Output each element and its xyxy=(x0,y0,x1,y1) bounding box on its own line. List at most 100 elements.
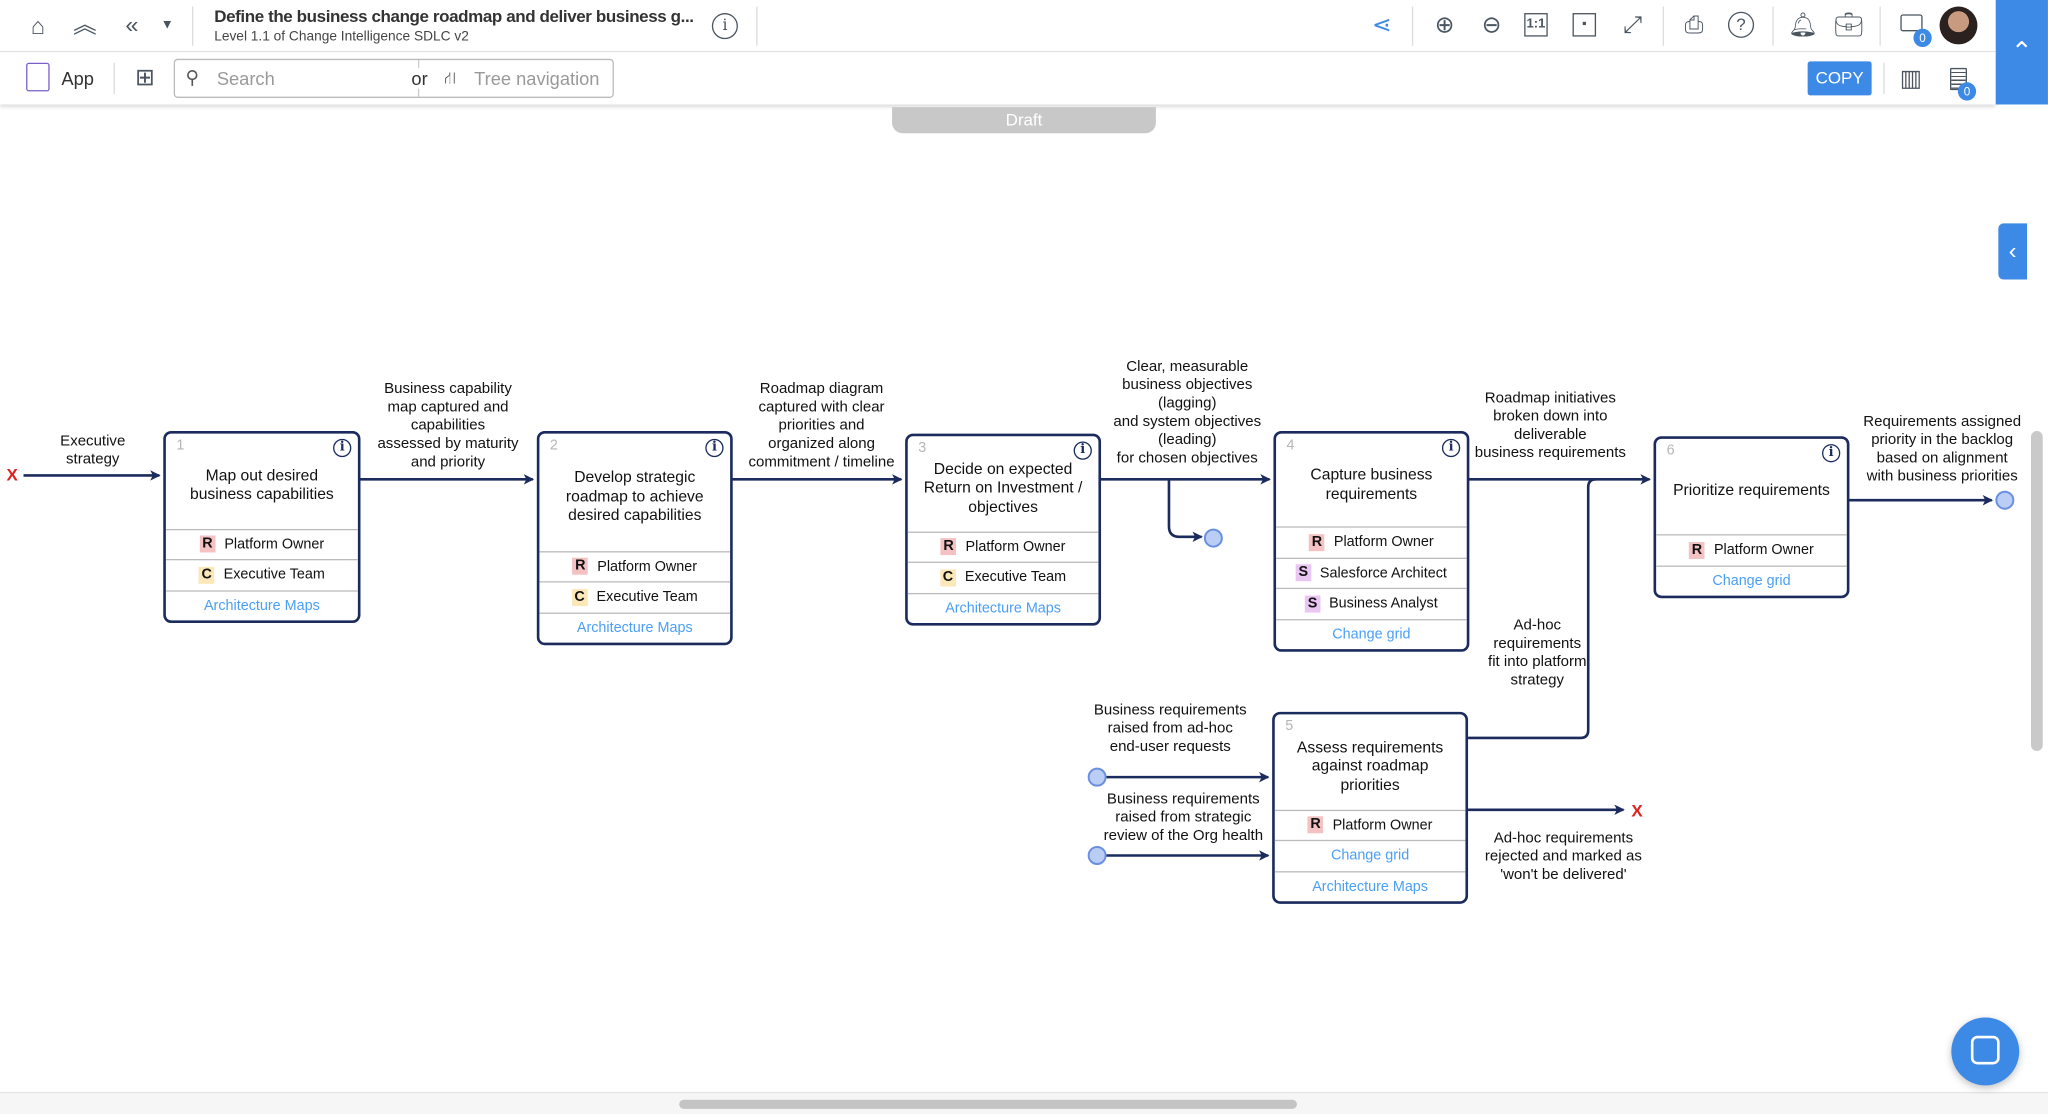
copy-button[interactable]: COPY xyxy=(1807,61,1872,96)
info-icon[interactable]: i xyxy=(1822,444,1841,463)
zoom-in-icon[interactable]: ⊕ xyxy=(1434,11,1455,38)
notes-count-badge: 0 xyxy=(1957,82,1977,101)
briefcase-icon[interactable]: 💼︎ xyxy=(1833,11,1864,38)
chat-launcher-button[interactable] xyxy=(1951,1017,2020,1086)
edge-label-line: Ad-hoc requirements xyxy=(1493,830,1634,847)
info-icon[interactable]: i xyxy=(705,438,724,458)
step-title: Capture business requirements xyxy=(1310,464,1433,503)
step-link[interactable]: Architecture Maps xyxy=(907,592,1099,623)
fit-page-icon[interactable]: ▪ xyxy=(1572,13,1597,37)
vertical-scrollbar[interactable] xyxy=(2030,431,2043,752)
divider xyxy=(1883,62,1885,95)
chat-count-badge: 0 xyxy=(1913,28,1932,48)
edge-label-line: Roadmap initiatives xyxy=(1484,390,1616,407)
actual-size-icon[interactable]: 1:1 xyxy=(1524,13,1548,37)
info-icon[interactable]: i xyxy=(333,438,352,458)
edge-label-line: based on alignment xyxy=(1876,450,2008,467)
chat-icon[interactable] xyxy=(1900,14,1923,32)
step-link[interactable]: Architecture Maps xyxy=(1274,870,1466,902)
app-button[interactable]: App xyxy=(61,67,94,89)
toolbar: App ⊞ xyxy=(0,52,1996,105)
zoom-out-icon[interactable]: ⊖ xyxy=(1481,11,1502,38)
edge-label-line: (lagging) xyxy=(1158,395,1217,412)
expand-icon[interactable]: ⤢ xyxy=(1623,11,1643,38)
role-name: Business Analyst xyxy=(1329,595,1438,612)
divider xyxy=(1662,6,1664,46)
help-icon[interactable]: ? xyxy=(1727,11,1755,38)
raci-badge: R xyxy=(1307,816,1324,834)
chevron-down-icon[interactable]: ▼ xyxy=(160,18,174,33)
role-row: C Executive Team xyxy=(907,561,1099,593)
open-side-panel-button[interactable]: ‹ xyxy=(1998,223,2028,280)
edge-label-line: strategy xyxy=(1510,672,1565,689)
home-icon[interactable]: ⌂ xyxy=(30,13,45,40)
divider xyxy=(191,6,194,46)
print-icon[interactable]: ⎙ xyxy=(1684,11,1704,38)
role-name: Executive Team xyxy=(596,589,698,606)
step-link[interactable]: Change grid xyxy=(1656,564,1847,596)
hierarchy-icon[interactable]: ⊞ xyxy=(135,63,155,91)
edge-label-line: Requirements assigned xyxy=(1863,414,2022,430)
edge-label-line: business objectives xyxy=(1122,377,1253,394)
edge-label-line: organized along xyxy=(768,436,875,452)
bell-icon[interactable]: 🔔︎ xyxy=(1788,11,1818,38)
search-box[interactable]: ⚲ Search or ⛙ Tree navigation xyxy=(173,58,614,98)
role-name: Executive Team xyxy=(964,569,1067,586)
start-event xyxy=(1087,846,1107,865)
step-link[interactable]: Architecture Maps xyxy=(539,611,731,643)
step-title: Decide on expected Return on Investment … xyxy=(923,459,1083,516)
raci-badge: S xyxy=(1305,595,1320,613)
role-name: Platform Owner xyxy=(597,558,698,575)
info-icon[interactable]: i xyxy=(1073,441,1092,460)
tree-navigation-button[interactable]: Tree navigation xyxy=(474,67,600,89)
raci-badge: C xyxy=(940,569,956,587)
divider xyxy=(1411,6,1414,46)
edge-label-line: broken down into xyxy=(1493,408,1608,425)
triple-chevron-left-icon[interactable]: « xyxy=(125,11,139,38)
role-name: Platform Owner xyxy=(1332,817,1433,833)
edge-label-line: assessed by maturity xyxy=(377,436,519,452)
chevron-up-icon: ⌃ xyxy=(2010,37,2033,67)
role-name: Platform Owner xyxy=(224,536,325,553)
reports-icon[interactable]: ▥ xyxy=(1899,65,1922,92)
step-link[interactable]: Change grid xyxy=(1274,839,1466,871)
edge-label-line: Business capability xyxy=(384,381,512,398)
edge-label-line: review of the Org health xyxy=(1103,828,1264,844)
edge-label-line: commitment / timeline xyxy=(748,454,895,471)
avatar[interactable] xyxy=(1939,6,1978,45)
edge-label-line: Business requirements xyxy=(1106,791,1260,808)
horizontal-scrollbar[interactable] xyxy=(679,1099,1297,1109)
info-icon[interactable]: i xyxy=(711,13,739,40)
double-chevron-up-icon[interactable]: ︽ xyxy=(73,11,97,38)
search-input[interactable]: Search xyxy=(216,67,275,89)
edge-label-line: Roadmap diagram xyxy=(759,381,884,398)
step-link[interactable]: Change grid xyxy=(1276,618,1467,649)
step-number: 5 xyxy=(1285,718,1294,735)
step-title: Prioritize requirements xyxy=(1673,480,1830,500)
divider xyxy=(756,6,758,46)
app-icon[interactable] xyxy=(26,62,50,92)
title-block: Define the business change roadmap and d… xyxy=(214,7,694,46)
collapse-header-button[interactable]: ⌃ xyxy=(1995,0,2048,105)
share-icon[interactable]: ⋖ xyxy=(1371,11,1392,38)
info-icon[interactable]: i xyxy=(1441,438,1461,458)
edge-label-line: 'won't be delivered' xyxy=(1500,867,1627,883)
step-link[interactable]: Architecture Maps xyxy=(165,589,358,621)
edge-label-line: business requirements xyxy=(1474,445,1626,462)
step-number: 3 xyxy=(918,440,927,456)
